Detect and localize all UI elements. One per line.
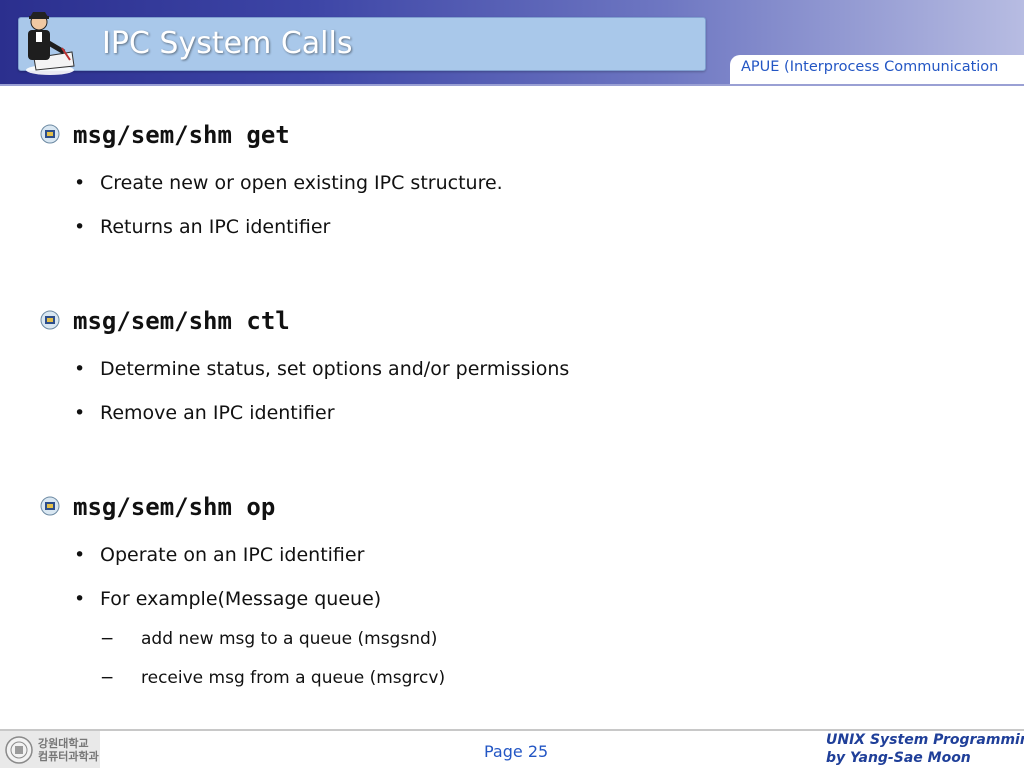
bullet-item: •Remove an IPC identifier: [74, 402, 335, 424]
emblem-bullet-icon: [40, 310, 60, 330]
page-title: IPC System Calls: [102, 26, 353, 61]
sub-bullet-item: −add new msg to a queue (msgsnd): [100, 629, 438, 649]
footer-divider: [0, 729, 1024, 731]
credit-course: UNIX System Programming: [826, 732, 1024, 748]
subtitle-text: APUE (Interprocess Communication: [741, 59, 999, 75]
section-title: msg/sem/shm ctl: [73, 307, 290, 335]
emblem-bullet-icon: [40, 496, 60, 516]
bullet-item: •Determine status, set options and/or pe…: [74, 358, 570, 380]
section-title: msg/sem/shm op: [73, 493, 276, 521]
bullet-item: •Create new or open existing IPC structu…: [74, 172, 503, 194]
bullet-item: •Operate on an IPC identifier: [74, 544, 365, 566]
university-seal-icon: [5, 736, 33, 764]
section-title: msg/sem/shm get: [73, 121, 290, 149]
bullet-item: •Returns an IPC identifier: [74, 216, 331, 238]
emblem-bullet-icon: [40, 124, 60, 144]
bullet-item: •For example(Message queue): [74, 588, 382, 610]
footer-logo-text: 강원대학교 컴퓨터과학과: [38, 737, 99, 763]
man-writing-icon: [26, 12, 75, 75]
subtitle-tab: [730, 55, 1024, 84]
page-number: Page 25: [484, 742, 549, 761]
title-box: [18, 17, 706, 71]
credit-author: by Yang-Sae Moon: [826, 750, 971, 766]
header-divider: [0, 84, 1024, 86]
sub-bullet-item: −receive msg from a queue (msgrcv): [100, 668, 446, 688]
